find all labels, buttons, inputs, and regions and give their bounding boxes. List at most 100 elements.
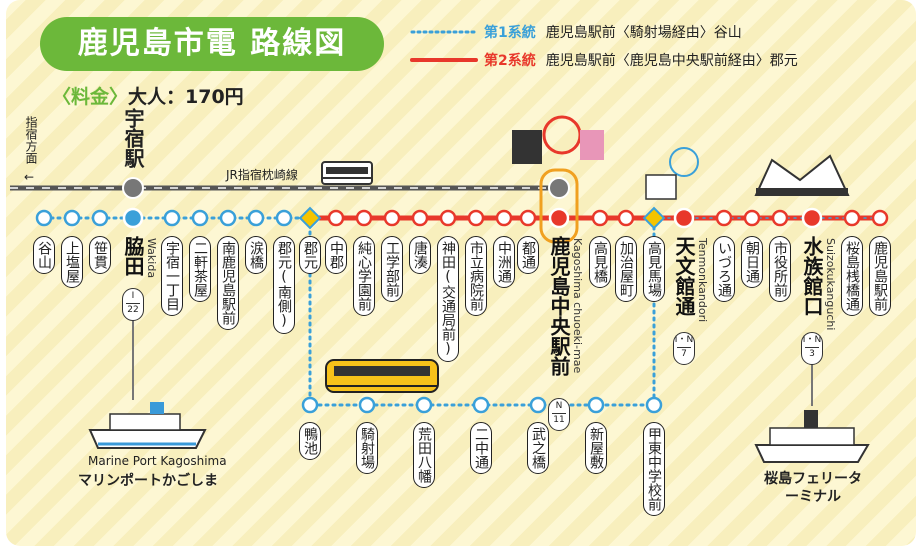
station-label[interactable]: 水族館口 [800,236,824,316]
station-label[interactable]: 天文館通 [672,236,696,316]
marine-port-name-en: Marine Port Kagoshima [88,454,227,468]
loop-station-marker [587,396,605,414]
station-marker [411,209,429,227]
station-code-number: 11 [552,413,566,425]
station-marker [548,207,570,229]
loop-station-marker [645,396,663,414]
jr-chuo-node [548,177,570,199]
loop-station-label[interactable]: 鴨池 [299,422,321,460]
station-marker [91,209,109,227]
station-label[interactable]: いづろ通 [713,236,735,302]
station-label[interactable]: 加治屋町 [615,236,637,302]
loop-station-label[interactable]: 新屋敷 [585,422,607,474]
loop-station-marker [301,396,319,414]
station-label[interactable]: 桜島桟橋通 [841,236,863,316]
loop-station-label[interactable]: 甲東中学校前 [643,422,665,516]
station-roman-label: Suizokukanguchi [824,238,837,331]
station-marker [298,206,322,230]
station-marker [771,209,789,227]
ferris-wheel-icon [512,115,604,164]
station-marker [715,209,733,227]
jr-station-usuki: 宇宿駅 [121,108,145,168]
station-label[interactable]: 市役所前 [769,236,791,302]
station-label[interactable]: 二軒茶屋 [189,236,211,302]
station-label[interactable]: 中洲通 [493,236,515,288]
station-marker [219,209,237,227]
station-label[interactable]: 神田(交通局前) [437,236,459,362]
station-label[interactable]: 谷山 [33,236,55,274]
aquarium-building-icon [754,154,850,196]
station-marker [327,209,345,227]
station-label[interactable]: 中郡 [325,236,347,274]
jr-line-name: JR指宿枕崎線 [226,168,298,182]
station-roman-label: Wakida [145,238,158,279]
marine-port-name-jp: マリンポートかごしま [78,473,218,489]
station-label[interactable]: 南鹿児島駅前 [217,236,239,330]
station-marker [801,207,823,229]
station-label[interactable]: 都通 [517,236,539,274]
station-code-line: N [555,401,563,411]
station-marker [163,209,181,227]
station-label[interactable]: 唐湊 [409,236,431,274]
station-label[interactable]: 脇田 [121,236,145,276]
station-marker [871,209,889,227]
loop-station-marker [472,396,490,414]
loop-station-marker [358,396,376,414]
station-code-badge: N 11 [548,398,570,431]
station-marker [495,209,513,227]
station-label[interactable]: 郡元 [299,236,321,274]
station-label[interactable]: 鹿児島駅前 [869,236,891,316]
station-label[interactable]: 高見馬場 [643,236,665,302]
station-label[interactable]: 朝日通 [741,236,763,288]
legend-system2-name: 第2系統 [484,53,536,69]
station-code-number: 7 [677,347,691,361]
station-label[interactable]: 純心学園前 [353,236,375,316]
station-marker [275,209,293,227]
station-label[interactable]: 高見橋 [589,236,611,288]
ferry-terminal-name: 桜島フェリーターミナル [764,471,862,505]
sakurajima-ferry-icon [754,410,870,463]
loop-station-label[interactable]: 二中通 [470,422,492,474]
station-roman-label: Kagoshima chuoeki-mae [571,238,584,374]
legend-system2: 第2系統鹿児島駅前〈鹿児島中央駅前経由〉郡元 [484,50,798,70]
station-label[interactable]: 涙橋 [245,236,267,274]
station-marker [617,209,635,227]
map-title: 鹿児島市電 路線図 [40,17,384,71]
station-label[interactable]: 上塩屋 [61,236,83,288]
jr-direction: 指宿方面 [24,116,38,164]
station-code-number: 3 [805,347,819,361]
loop-station-label[interactable]: 荒田八幡 [413,422,435,488]
legend-line-samples [410,30,478,62]
station-marker [383,209,401,227]
tram-icon [325,359,439,393]
station-label[interactable]: 市立病院前 [465,236,487,316]
station-marker [191,209,209,227]
station-code-line: I [131,291,135,301]
loop-station-label[interactable]: 騎射場 [356,422,378,474]
jr-direction-arrow: ← [24,170,35,184]
legend-system1: 第1系統鹿児島駅前〈騎射場経由〉谷山 [484,22,742,42]
station-label[interactable]: 鹿児島中央駅前 [547,236,571,376]
station-marker [439,209,457,227]
station-marker [591,209,609,227]
loop-station-marker [415,396,433,414]
station-label[interactable]: 工学部前 [381,236,403,302]
fare-value: 大人：170円 [128,86,244,108]
loop-station-label[interactable]: 武之橋 [527,422,549,474]
station-label[interactable]: 宇宿一丁目 [161,236,183,316]
loop-station-marker [529,396,547,414]
jr-usuki-node [122,177,144,199]
legend-system2-route: 鹿児島駅前〈鹿児島中央駅前経由〉郡元 [545,53,798,69]
station-marker [743,209,761,227]
legend-system1-route: 鹿児島駅前〈騎射場経由〉谷山 [545,25,742,41]
station-marker [247,209,265,227]
station-label[interactable]: 笹貫 [89,236,111,274]
station-label[interactable]: 郡元(南側) [273,236,295,334]
station-marker [122,207,144,229]
station-marker [519,209,537,227]
